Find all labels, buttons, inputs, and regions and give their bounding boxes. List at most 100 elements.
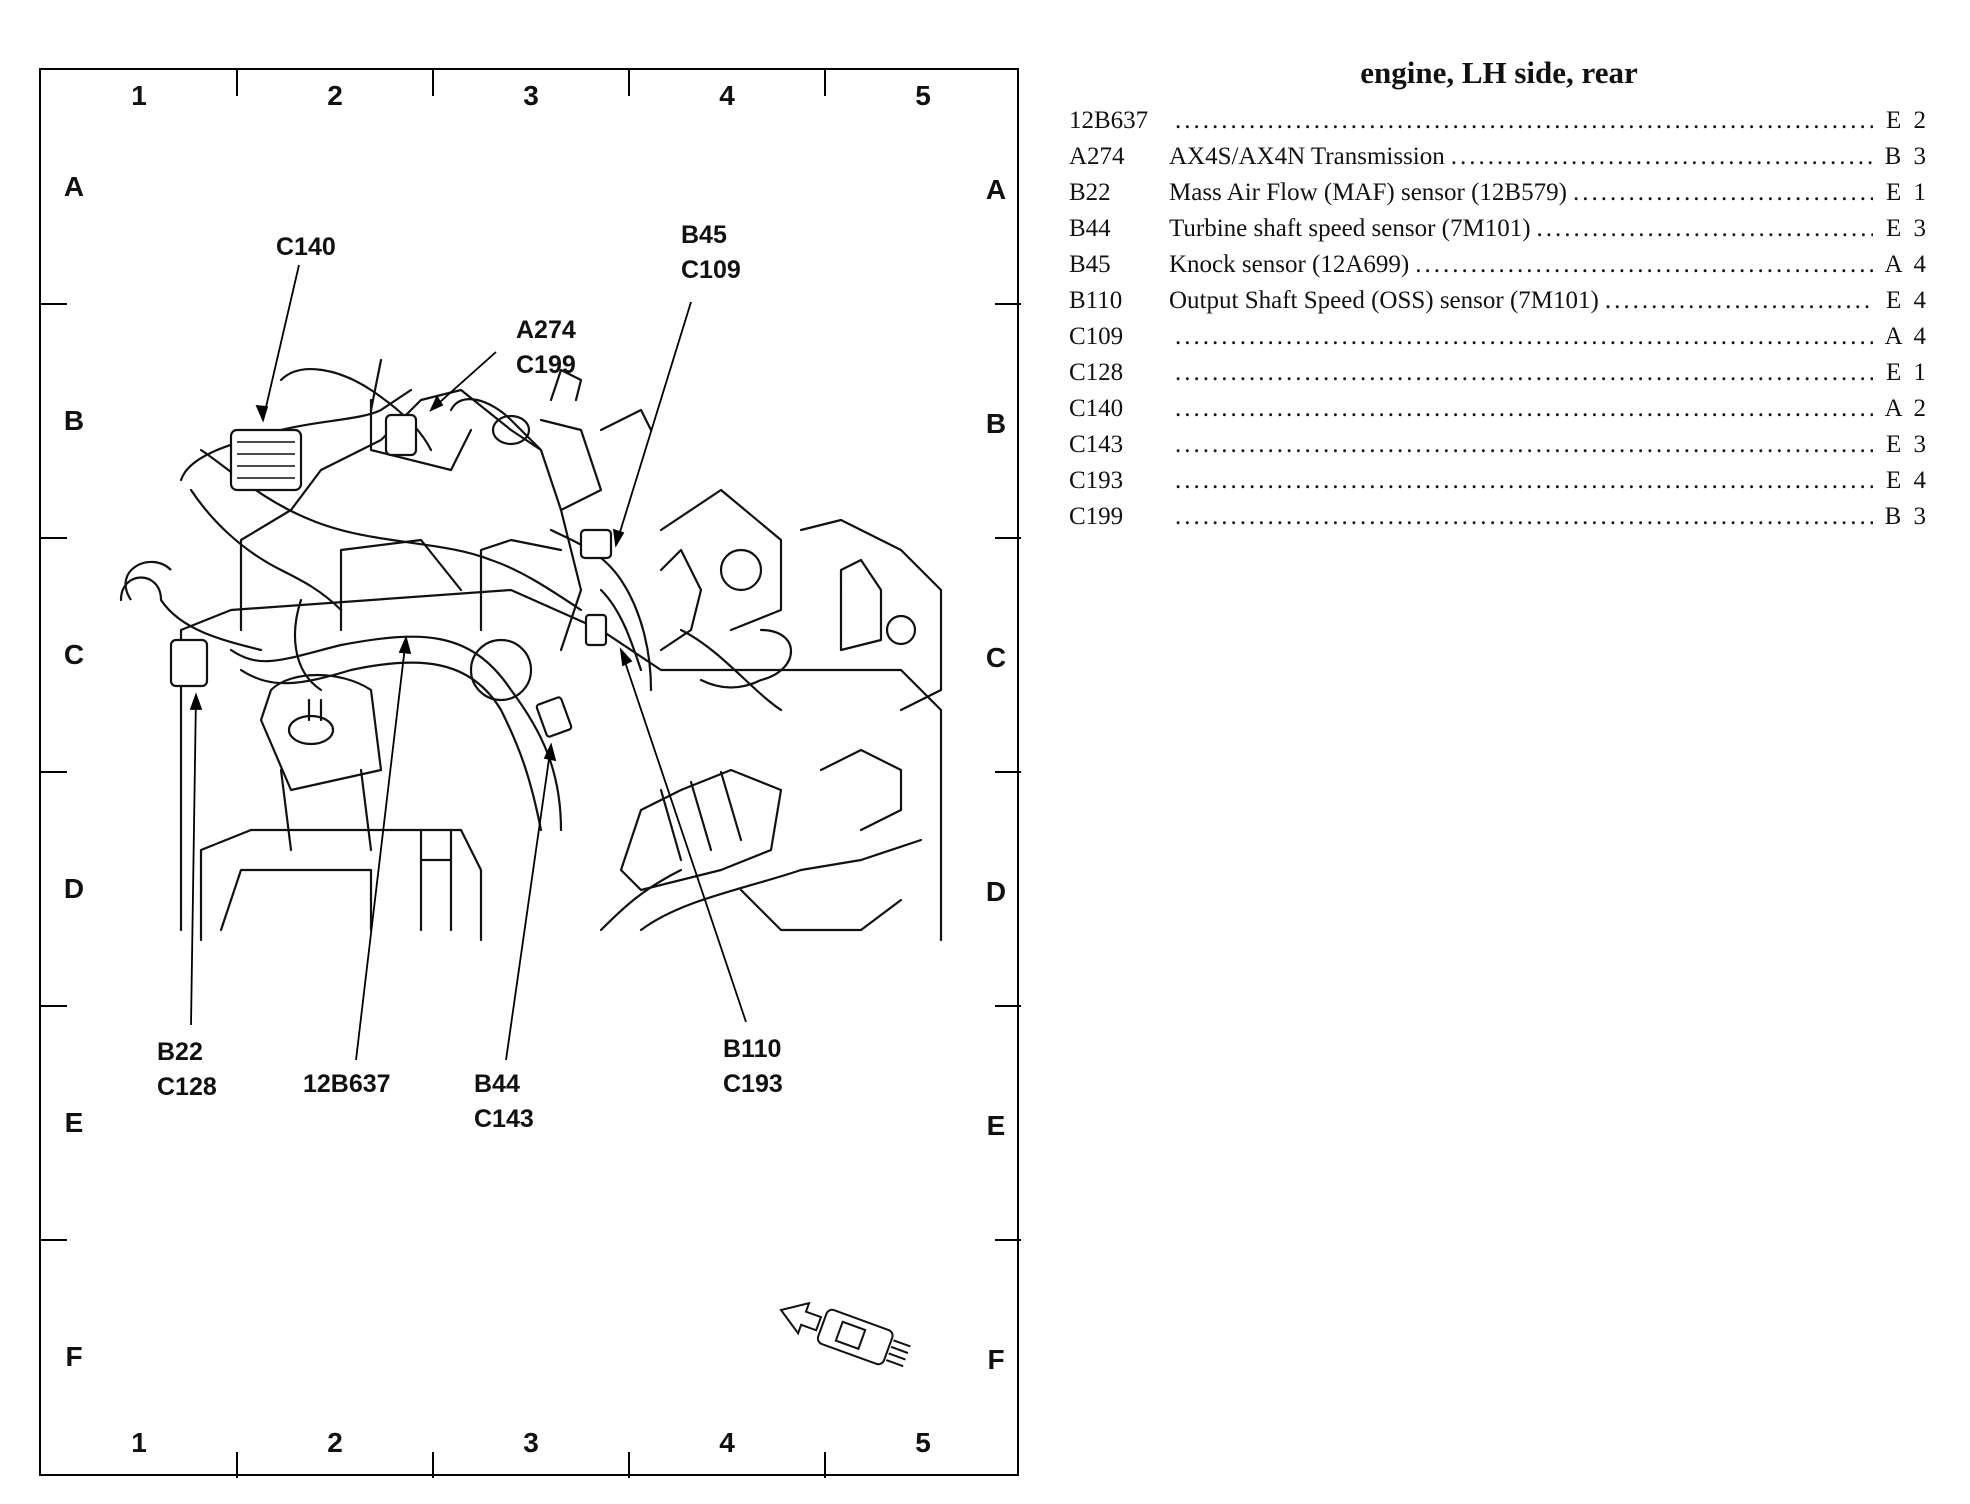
legend-grid-location: B 3 [1884, 143, 1929, 170]
legend-description: Output Shaft Speed (OSS) sensor (7M101) [1169, 287, 1599, 314]
c140-connector [229, 428, 303, 492]
engine-diagram [41, 70, 1021, 1478]
col-label-bottom-5: 5 [915, 1427, 931, 1458]
row-label-right-a: A [985, 174, 1007, 205]
legend-code: B45 [1069, 251, 1111, 278]
legend-row: B44 Turbine shaft speed sensor (7M101)...… [1069, 215, 1929, 251]
row-label-right-b: B [985, 408, 1007, 439]
legend-leader-dots: ........................................… [1572, 179, 1873, 206]
legend-leader-dots: ........................................… [1450, 143, 1873, 170]
col-label-top-3: 3 [523, 80, 539, 111]
grid-frame: 1 2 3 4 5 1 2 3 4 5 A B C D E F A B C D … [39, 68, 1021, 1478]
row-label-right-e: E [986, 1110, 1006, 1141]
legend-grid-location: E 3 [1885, 215, 1929, 242]
callout-12b637: 12B637 [303, 1067, 391, 1102]
legend-code: B110 [1069, 287, 1123, 314]
callout-c109-label: C109 [681, 256, 741, 284]
legend-code: C199 [1069, 503, 1124, 530]
a274-connector [384, 413, 418, 457]
legend-row: C128....................................… [1069, 359, 1929, 395]
legend-row: B110 Output Shaft Speed (OSS) sensor (7M1… [1069, 287, 1929, 323]
col-label-top-4: 4 [719, 80, 735, 111]
legend-row: C143....................................… [1069, 431, 1929, 467]
col-label-top-2: 2 [327, 80, 343, 111]
callout-a274-c199: A274 C199 [516, 313, 576, 383]
legend-code: A274 [1069, 143, 1125, 170]
row-label-right-f: F [987, 1344, 1005, 1375]
vehicle-orientation-icon [779, 1301, 911, 1368]
legend-description: Mass Air Flow (MAF) sensor (12B579) [1169, 179, 1567, 206]
callout-c143-label: C143 [474, 1105, 534, 1133]
legend-grid-location: A 4 [1884, 323, 1929, 350]
legend-row: C109....................................… [1069, 323, 1929, 359]
col-label-top-5: 5 [915, 80, 931, 111]
callout-c199-label: C199 [516, 351, 576, 379]
col-label-bottom-1: 1 [131, 1427, 147, 1458]
callout-12b637-label: 12B637 [303, 1070, 391, 1098]
legend-grid-location: A 4 [1884, 251, 1929, 278]
legend-code: C140 [1069, 395, 1124, 422]
row-label-left-f: F [65, 1341, 83, 1372]
legend-grid-location: E 2 [1885, 107, 1929, 134]
legend-leader-dots: ........................................… [1175, 107, 1873, 134]
row-label-left-d: D [63, 873, 85, 904]
engine-drawing [119, 358, 943, 942]
legend-leader-dots: ........................................… [1175, 395, 1873, 422]
legend-description: Turbine shaft speed sensor (7M101) [1169, 215, 1531, 242]
callout-c128-label: C128 [157, 1073, 217, 1101]
row-label-left-c: C [63, 639, 85, 670]
legend-code: B44 [1069, 215, 1111, 242]
b22-connector [169, 638, 209, 688]
legend-code: C193 [1069, 467, 1124, 494]
legend-leader-dots: ........................................… [1175, 359, 1873, 386]
b110-connector [584, 613, 608, 647]
legend-grid-location: E 4 [1885, 287, 1929, 314]
legend-leader-dots: ........................................… [1175, 503, 1873, 530]
legend-code: 12B637 [1069, 107, 1149, 134]
legend-row: 12B637..................................… [1069, 107, 1929, 143]
b45-connector [579, 528, 613, 560]
callout-c193-label: C193 [723, 1070, 783, 1098]
legend-leader-dots: ........................................… [1536, 215, 1873, 242]
row-label-left-e: E [64, 1107, 84, 1138]
legend-row: C199....................................… [1069, 503, 1929, 539]
legend-leader-dots: ........................................… [1175, 323, 1873, 350]
b44-connector [535, 696, 573, 738]
row-label-right-c: C [985, 642, 1007, 673]
col-label-bottom-2: 2 [327, 1427, 343, 1458]
callout-b45-c109: B45 C109 [681, 218, 741, 288]
legend-grid-location: E 3 [1885, 431, 1929, 458]
callout-c140-label: C140 [276, 233, 336, 261]
callout-b110-label: B110 [723, 1035, 782, 1063]
col-label-top-1: 1 [131, 80, 147, 111]
legend-grid-location: E 4 [1885, 467, 1929, 494]
row-label-right-d: D [985, 876, 1007, 907]
legend-grid-location: B 3 [1884, 503, 1929, 530]
grid-ticks [41, 70, 1021, 1478]
callout-b110-c193: B110 C193 [723, 1032, 783, 1102]
legend-row: B45 Knock sensor (12A699)................… [1069, 251, 1929, 287]
legend-row: B22 Mass Air Flow (MAF) sensor (12B579)..… [1069, 179, 1929, 215]
component-legend: engine, LH side, rear 12B637............… [1069, 55, 1929, 539]
legend-leader-dots: ........................................… [1415, 251, 1873, 278]
col-label-bottom-3: 3 [523, 1427, 539, 1458]
legend-code: B22 [1069, 179, 1111, 206]
leader-lines [189, 264, 747, 1061]
legend-row: C140....................................… [1069, 395, 1929, 431]
callout-b45-label: B45 [681, 221, 727, 249]
row-label-left-a: A [63, 171, 85, 202]
legend-grid-location: A 2 [1884, 395, 1929, 422]
legend-rows: 12B637..................................… [1069, 107, 1929, 539]
legend-leader-dots: ........................................… [1175, 467, 1873, 494]
callout-b44-label: B44 [474, 1070, 520, 1098]
legend-description: Knock sensor (12A699) [1169, 251, 1410, 278]
connectors [124, 413, 613, 738]
callout-b22-label: B22 [157, 1038, 203, 1066]
legend-code: C109 [1069, 323, 1124, 350]
row-label-left-b: B [63, 405, 85, 436]
legend-leader-dots: ........................................… [1175, 431, 1873, 458]
col-label-bottom-4: 4 [719, 1427, 735, 1458]
legend-code: C143 [1069, 431, 1124, 458]
legend-leader-dots: ........................................… [1604, 287, 1873, 314]
